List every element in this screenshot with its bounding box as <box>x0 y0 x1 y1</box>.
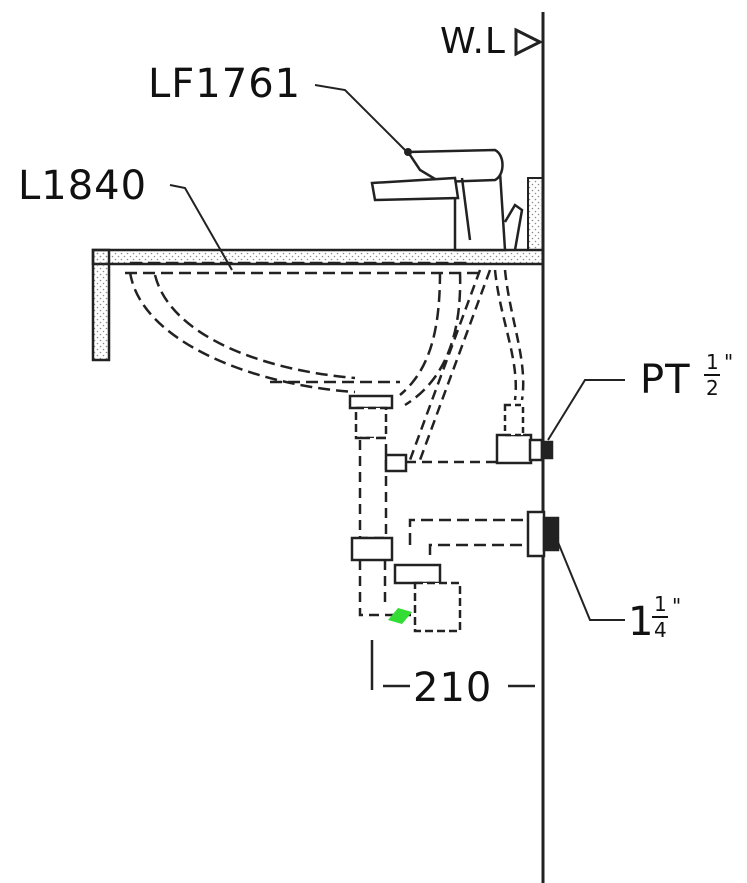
leader-lines <box>169 84 625 621</box>
countertop <box>91 177 545 362</box>
drain-tailpiece <box>348 394 408 562</box>
drain-size-whole: 1 <box>628 599 655 645</box>
angle-valve <box>495 403 554 465</box>
drain-size-denominator: 4 <box>654 618 667 642</box>
drain-size-fraction-bar <box>652 616 668 618</box>
green-highlight <box>388 608 412 624</box>
drain-size-numerator: 1 <box>654 592 667 616</box>
basin-model-label: L1840 <box>18 163 148 209</box>
faucet-model-label: LF1761 <box>148 61 302 107</box>
supply-thread-fraction-bar <box>704 374 720 376</box>
faucet <box>370 148 524 252</box>
basin <box>125 261 480 407</box>
supply-thread-unit: " <box>724 350 734 374</box>
supply-thread-denominator: 2 <box>706 376 719 400</box>
drain-size-unit: " <box>672 594 682 618</box>
bottle-trap <box>358 510 560 633</box>
faucet-leader-dot <box>404 148 412 156</box>
dimension-value-label: 210 <box>413 665 493 711</box>
supply-thread-label: PT 1 2 " <box>640 352 745 412</box>
supply-thread-numerator: 1 <box>706 350 719 374</box>
water-level-marker-icon <box>514 27 544 57</box>
dimension-210 <box>370 640 535 690</box>
supply-hoses <box>390 269 525 464</box>
drain-size-label: 1 1 4 " <box>628 594 708 654</box>
water-level-label: W.L <box>440 21 506 62</box>
supply-thread-prefix: PT <box>640 357 691 403</box>
